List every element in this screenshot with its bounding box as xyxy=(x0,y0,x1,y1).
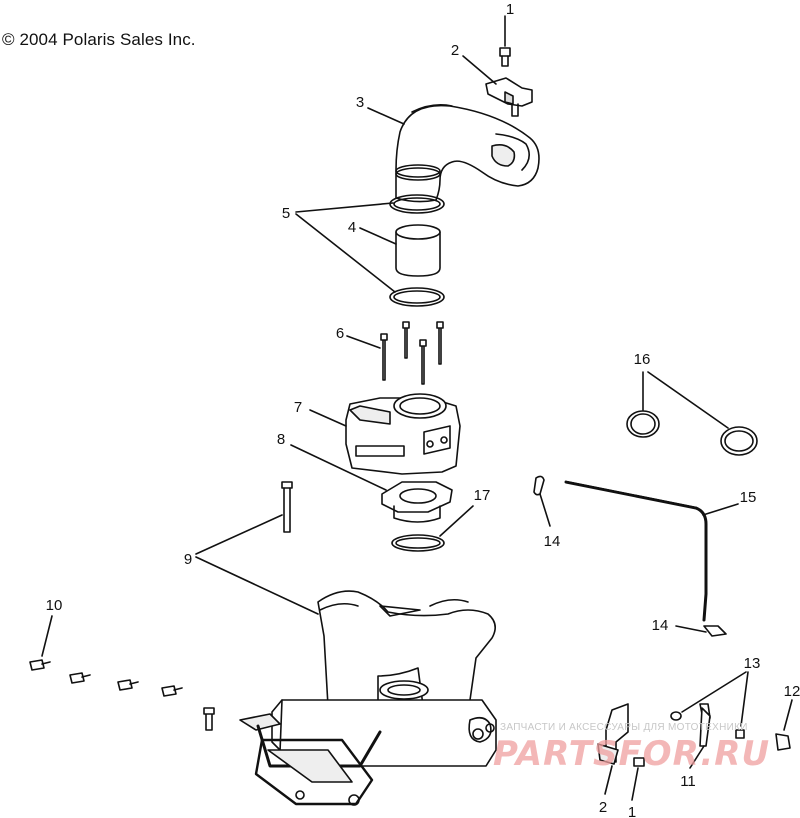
callout-14-right: 14 xyxy=(652,617,669,634)
callout-17: 17 xyxy=(474,487,491,504)
callout-1-top: 1 xyxy=(506,1,514,18)
callout-6: 6 xyxy=(336,325,344,342)
callout-9: 9 xyxy=(184,551,192,568)
screw-part-1-bottom xyxy=(631,757,645,801)
plug-part-12 xyxy=(775,699,793,751)
pin-part-9 xyxy=(281,481,293,533)
callout-1-bottom: 1 xyxy=(628,804,636,818)
screw-part-1-top xyxy=(499,15,511,67)
callout-7: 7 xyxy=(294,399,302,416)
callout-8: 8 xyxy=(277,431,285,448)
clamp-part-5-lower xyxy=(389,287,445,307)
callout-14-left: 14 xyxy=(544,533,561,550)
adapter-part-8 xyxy=(290,444,453,523)
elbow-hose-part-3 xyxy=(367,104,540,203)
vacuum-line-part-15 xyxy=(564,479,739,622)
callout-3: 3 xyxy=(356,94,364,111)
callout-5: 5 xyxy=(282,205,290,222)
clip-part-14-left xyxy=(533,475,551,527)
intake-manifold-part-9 xyxy=(239,590,497,806)
callout-10: 10 xyxy=(46,597,63,614)
callout-2-top: 2 xyxy=(451,42,459,59)
sensor-part-2-top xyxy=(462,55,533,117)
coupler-part-4 xyxy=(359,224,441,277)
o-rings-part-16 xyxy=(626,371,758,456)
clip-part-14-right xyxy=(675,625,727,637)
callout-16: 16 xyxy=(634,351,651,368)
throttle-body-part-7 xyxy=(309,393,461,475)
sensor-part-2-bottom xyxy=(597,703,629,795)
copyright-text: © 2004 Polaris Sales Inc. xyxy=(2,30,196,49)
watermark-logo: PARTSFOR.RU xyxy=(493,734,771,774)
screws-part-6 xyxy=(346,321,444,385)
o-ring-part-17 xyxy=(391,505,474,552)
callout-4: 4 xyxy=(348,219,356,236)
callout-labels: 1 2 3 5 4 6 7 8 9 17 16 15 14 14 10 13 1… xyxy=(46,1,800,818)
fitting-part-11 xyxy=(689,707,711,769)
clamp-part-5-upper xyxy=(389,194,445,214)
callout-15: 15 xyxy=(740,489,757,506)
callout-2-bottom: 2 xyxy=(599,799,607,816)
leader-lines-part-5 xyxy=(295,202,396,293)
leader-lines-part-9 xyxy=(195,514,319,615)
watermark-subtitle: ЗАПЧАСТИ И АКСЕССУАРЫ ДЛЯ МОТОТЕХНИКИ xyxy=(500,722,748,733)
callout-13: 13 xyxy=(744,655,761,672)
callout-11: 11 xyxy=(680,773,696,790)
callout-12: 12 xyxy=(784,683,800,700)
bolts-part-10 xyxy=(29,615,215,731)
